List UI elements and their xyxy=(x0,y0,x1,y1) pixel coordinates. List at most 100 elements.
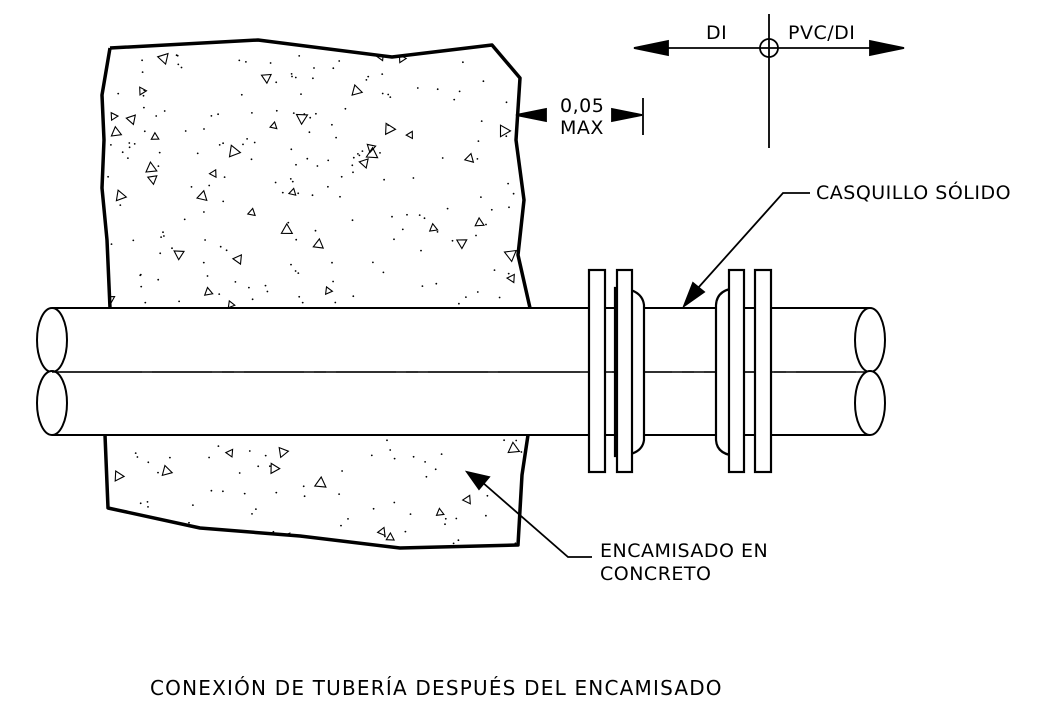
aggregate-dot xyxy=(291,75,293,78)
aggregate-dot xyxy=(475,234,477,237)
aggregate-dot xyxy=(334,301,337,304)
aggregate-dot xyxy=(139,502,142,505)
aggregate-dot xyxy=(208,456,211,459)
aggregate-dot xyxy=(298,55,301,57)
coupling-flange-4 xyxy=(753,268,773,474)
aggregate-stone xyxy=(376,526,386,537)
drawing-caption: CONEXIÓN DE TUBERÍA DESPUÉS DEL ENCAMISA… xyxy=(150,676,723,700)
aggregate-stone xyxy=(295,113,309,126)
aggregate-dot xyxy=(406,213,408,216)
aggregate-stone xyxy=(287,187,297,196)
coupling-flange-2 xyxy=(615,268,634,474)
aggregate-dot xyxy=(206,275,209,277)
aggregate-dot xyxy=(178,300,181,303)
aggregate-dot xyxy=(295,238,298,241)
pipe-left-end-upper xyxy=(36,307,68,373)
aggregate-stone xyxy=(125,114,137,126)
aggregate-dot xyxy=(295,163,297,166)
aggregate-dot xyxy=(306,157,309,160)
aggregate-dot xyxy=(203,211,205,213)
aggregate-dot xyxy=(418,214,421,217)
aggregate-stone xyxy=(358,158,369,170)
aggregate-dot xyxy=(255,508,257,510)
aggregate-dot xyxy=(335,136,337,139)
aggregate-dot xyxy=(203,128,205,130)
aggregate-dot xyxy=(301,301,304,304)
aggregate-dot xyxy=(202,261,205,264)
aggregate-dot xyxy=(272,530,275,533)
aggregate-dot xyxy=(222,142,225,145)
aggregate-dot xyxy=(141,59,144,62)
aggregate-dot xyxy=(133,143,136,145)
aggregate-dot xyxy=(451,239,454,242)
aggregate-dot xyxy=(351,164,354,167)
aggregate-dot xyxy=(121,151,124,154)
aggregate-stone xyxy=(474,216,485,227)
aggregate-dot xyxy=(393,501,396,504)
aggregate-dot xyxy=(480,120,483,122)
aggregate-dot xyxy=(234,281,237,283)
aggregate-dot xyxy=(157,165,160,168)
aggregate-dot xyxy=(177,63,180,66)
aggregate-dot xyxy=(250,158,253,161)
aggregate-dot xyxy=(485,514,487,517)
dim-arrow-left-icon xyxy=(515,107,547,123)
aggregate-dot xyxy=(462,61,464,64)
aggregate-dot xyxy=(127,157,129,160)
aggregate-dot xyxy=(163,235,165,237)
aggregate-dot xyxy=(458,302,460,305)
aggregate-dot xyxy=(482,80,485,83)
aggregate-dot xyxy=(423,217,426,220)
encasement-leader xyxy=(464,470,592,558)
aggregate-dot xyxy=(424,461,426,463)
aggregate-dot xyxy=(393,238,395,241)
aggregate-dot xyxy=(218,144,221,146)
aggregate-dot xyxy=(436,231,439,233)
aggregate-dot xyxy=(142,94,145,97)
coupling-leader xyxy=(682,192,810,309)
aggregate-stone xyxy=(313,475,327,488)
aggregate-dot xyxy=(512,192,515,195)
aggregate-dot xyxy=(251,112,253,114)
aggregate-stone xyxy=(197,533,209,543)
aggregate-dot xyxy=(507,272,510,275)
aggregate-dot xyxy=(269,62,272,64)
aggregate-dot xyxy=(217,445,220,447)
direction-indicator xyxy=(633,14,905,148)
aggregate-dot xyxy=(275,109,278,112)
aggregate-dot xyxy=(361,150,364,153)
aggregate-dot xyxy=(421,285,424,287)
aggregate-dot xyxy=(169,456,171,459)
aggregate-dot xyxy=(107,175,109,178)
aggregate-dot xyxy=(436,88,439,91)
aggregate-dot xyxy=(210,489,213,492)
aggregate-stone xyxy=(146,175,158,186)
aggregate-dot xyxy=(505,135,508,138)
aggregate-stone xyxy=(351,83,364,96)
aggregate-dot xyxy=(339,195,341,198)
aggregate-stone xyxy=(278,446,290,459)
aggregate-dot xyxy=(412,177,415,179)
aggregate-dot xyxy=(316,165,319,167)
aggregate-dot xyxy=(274,181,277,184)
aggregate-stone xyxy=(228,144,242,158)
aggregate-dot xyxy=(297,192,300,195)
aggregate-dot xyxy=(146,501,149,503)
aggregate-dot xyxy=(476,158,479,160)
concrete-encasement-top xyxy=(100,38,532,309)
aggregate-dot xyxy=(159,252,162,255)
aggregate-dot xyxy=(486,494,489,497)
aggregate-dot xyxy=(163,110,166,112)
aggregate-stone xyxy=(428,222,439,232)
aggregate-dot xyxy=(218,293,221,295)
aggregate-dot xyxy=(347,518,349,520)
aggregate-stone xyxy=(499,124,512,138)
aggregate-dot xyxy=(338,493,340,495)
aggregate-dot xyxy=(289,178,292,180)
aggregate-dot xyxy=(420,249,422,252)
aggregate-stone xyxy=(208,168,217,179)
aggregate-stone xyxy=(203,286,214,296)
aggregate-dot xyxy=(266,290,269,293)
aggregate-dot xyxy=(352,156,355,159)
